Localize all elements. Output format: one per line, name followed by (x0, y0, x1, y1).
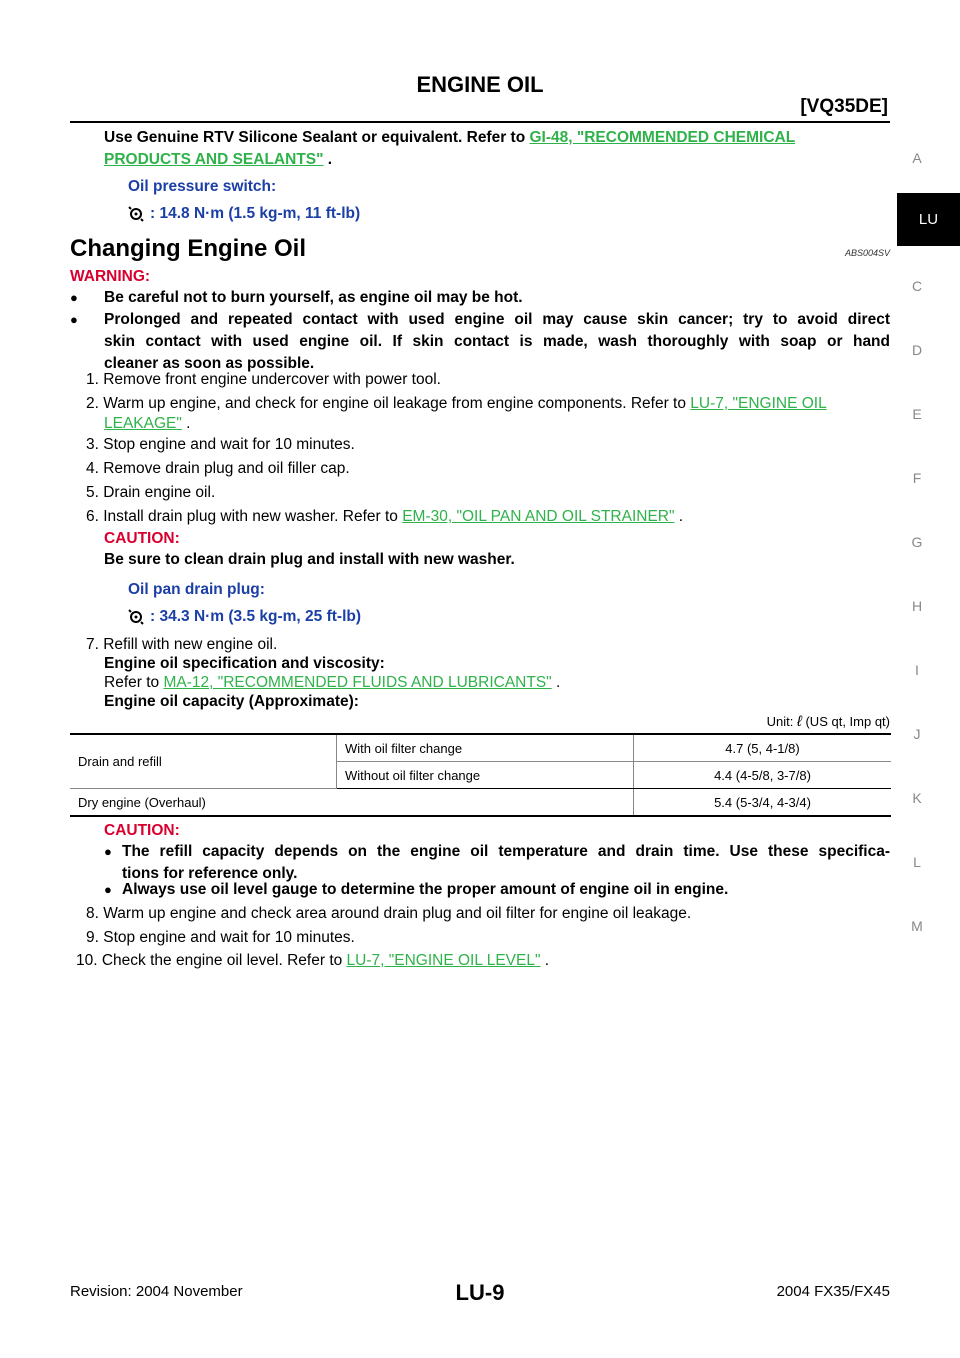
footer-page-number: LU-9 (455, 1280, 505, 1305)
table-cell-with-filter: With oil filter change (336, 734, 634, 762)
side-index-h[interactable]: H (911, 598, 923, 614)
bullet-icon: ● (70, 312, 78, 327)
step-2-line2: LEAKAGE" . (104, 415, 191, 432)
step-3: 3. Stop engine and wait for 10 minutes. (86, 436, 355, 453)
step-4: 4. Remove drain plug and oil filler cap. (86, 460, 350, 477)
table-cell-with-filter-value: 4.7 (5, 4-1/8) (633, 734, 891, 762)
gi-48-link-cont[interactable]: PRODUCTS AND SEALANTS" (104, 151, 324, 168)
footer-revision: Revision: 2004 November (70, 1283, 243, 1300)
caution-label-2: CAUTION: (104, 822, 180, 839)
step-10: 10. Check the engine oil level. Refer to… (76, 952, 550, 969)
bullet-icon: ● (104, 882, 112, 897)
step-7-spec-label: Engine oil specification and viscosity: (104, 655, 385, 672)
intro-paragraph: Use Genuine RTV Silicone Sealant or equi… (104, 129, 796, 146)
table-cell-without-filter: Without oil filter change (336, 761, 634, 789)
torque-spec-drain-plug: : 34.3 N·m (3.5 kg-m, 25 ft-lb) (128, 606, 361, 628)
warning-bullet-2: ● Prolonged and repeated contact with us… (70, 311, 890, 372)
step-2: 2. Warm up engine, and check for engine … (86, 395, 827, 412)
side-index-c[interactable]: C (911, 278, 923, 294)
caution-label-1: CAUTION: (104, 530, 180, 547)
torque-label-oil-pressure-switch: Oil pressure switch: (128, 178, 277, 195)
intro-paragraph-line2: PRODUCTS AND SEALANTS" . (104, 151, 333, 168)
bullet-icon: ● (70, 290, 78, 305)
unit-label: Unit: ℓ (US qt, Imp qt) (766, 713, 890, 730)
step-8: 8. Warm up engine and check area around … (86, 905, 692, 922)
step-9: 9. Stop engine and wait for 10 minutes. (86, 929, 355, 946)
section-title: Changing Engine Oil (70, 235, 306, 262)
warning-bullet-1: ● Be careful not to burn yourself, as en… (70, 287, 890, 309)
caution-bullet-2: ● Always use oil level gauge to determin… (104, 879, 890, 901)
step-7: 7. Refill with new engine oil. (86, 636, 278, 653)
side-index-a[interactable]: A (912, 150, 922, 166)
section-code: ABS004SV (844, 248, 890, 258)
lu-7-level-link[interactable]: LU-7, "ENGINE OIL LEVEL" (346, 952, 541, 969)
side-index-i[interactable]: I (915, 662, 919, 678)
torque-wrench-icon (128, 206, 144, 222)
ma-12-link[interactable]: MA-12, "RECOMMENDED FLUIDS AND LUBRICANT… (163, 674, 552, 691)
torque-wrench-icon (128, 609, 144, 625)
engine-code: [VQ35DE] (800, 96, 888, 117)
step-7-capacity-label: Engine oil capacity (Approximate): (104, 693, 359, 710)
lu-7-leakage-link[interactable]: LU-7, "ENGINE OIL (690, 395, 827, 412)
side-index-lu-active[interactable]: LU (897, 193, 960, 246)
em-30-link[interactable]: EM-30, "OIL PAN AND OIL STRAINER" (402, 508, 675, 525)
footer-model: 2004 FX35/FX45 (776, 1283, 890, 1300)
lu-7-leakage-link-cont[interactable]: LEAKAGE" (104, 415, 182, 432)
torque-spec-oil-pressure-switch: : 14.8 N·m (1.5 kg-m, 11 ft-lb) (128, 203, 360, 225)
table-cell-dry-engine-value: 5.4 (5-3/4, 4-3/4) (633, 788, 891, 816)
side-index-l[interactable]: L (913, 854, 921, 870)
side-index-d[interactable]: D (911, 342, 923, 358)
side-index-e[interactable]: E (912, 406, 922, 422)
table-cell-dry-engine: Dry engine (Overhaul) (78, 794, 206, 810)
side-index-k[interactable]: K (912, 790, 922, 806)
caution-text-1: Be sure to clean drain plug and install … (104, 551, 515, 568)
header-rule (70, 121, 890, 123)
liter-symbol: ℓ (797, 713, 802, 730)
bullet-icon: ● (104, 844, 112, 859)
step-7-refer: Refer to MA-12, "RECOMMENDED FLUIDS AND … (104, 674, 561, 691)
table-cell-drain-refill: Drain and refill (70, 734, 337, 789)
oil-capacity-table: Drain and refill With oil filter change … (70, 733, 891, 817)
page-title: ENGINE OIL (416, 72, 544, 97)
caution-bullet-1: ● The refill capacity depends on the eng… (104, 843, 890, 882)
step-1: 1. Remove front engine undercover with p… (86, 371, 441, 388)
side-index-j[interactable]: J (913, 726, 921, 742)
torque-label-drain-plug: Oil pan drain plug: (128, 581, 265, 598)
side-index-m[interactable]: M (911, 918, 923, 934)
step-5: 5. Drain engine oil. (86, 484, 216, 501)
step-6: 6. Install drain plug with new washer. R… (86, 508, 684, 525)
table-cell-without-filter-value: 4.4 (4-5/8, 3-7/8) (633, 761, 891, 789)
side-index-g[interactable]: G (911, 534, 923, 550)
warning-label: WARNING: (70, 268, 151, 285)
gi-48-link[interactable]: GI-48, "RECOMMENDED CHEMICAL (529, 129, 796, 146)
side-index-f[interactable]: F (912, 470, 922, 486)
